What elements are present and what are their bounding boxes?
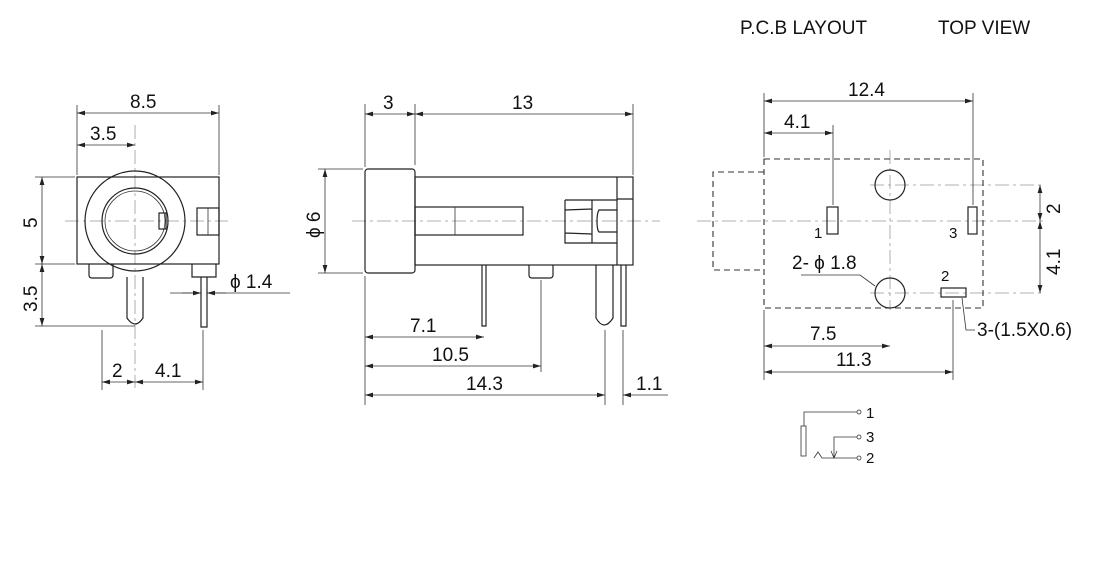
dim-pin-c: 14.3 xyxy=(466,374,503,395)
pin-2-label: 2 xyxy=(941,268,949,285)
dim-pitch-right: 4.1 xyxy=(155,361,181,382)
front-view: 8.5 3.5 5 3.5 2 4.1 ϕ 1.4 xyxy=(21,92,290,390)
dim-pin-offset-y: 4.1 xyxy=(1044,249,1065,275)
dim-pin1-offset: 4.1 xyxy=(784,112,810,133)
dim-nut-diameter: ϕ 6 xyxy=(304,212,325,239)
dim-hole-x: 7.5 xyxy=(810,324,836,345)
dim-pin-b: 10.5 xyxy=(432,345,469,366)
schematic-pin-2: 2 xyxy=(866,450,874,467)
dim-pin-offset: 1.1 xyxy=(636,374,662,395)
side-view: 3 13 ϕ 6 7.1 10.5 14.3 1.1 xyxy=(304,93,668,405)
top-view-heading: TOP VIEW xyxy=(938,18,1030,39)
dim-body-length: 13 xyxy=(512,93,533,114)
dim-pcb-width: 12.4 xyxy=(848,80,885,101)
dim-width: 8.5 xyxy=(130,92,156,113)
schematic-pin-3: 3 xyxy=(866,429,874,446)
pin-1-label: 1 xyxy=(814,225,822,242)
pcb-layout: 12.4 4.1 2 4.1 2- ϕ 1.8 7.5 11.3 3-(1.5X… xyxy=(697,80,1072,380)
dim-pin-length: 3.5 xyxy=(21,286,42,312)
dim-pad-x: 11.3 xyxy=(836,350,872,371)
pin-3-label: 3 xyxy=(949,225,957,242)
dim-center-offset: 3.5 xyxy=(90,124,116,145)
pcb-layout-heading: P.C.B LAYOUT xyxy=(740,18,867,39)
dim-nut-length: 3 xyxy=(383,93,394,114)
schematic: 1 3 2 xyxy=(800,405,874,467)
schematic-pin-1: 1 xyxy=(866,405,874,422)
dim-pin-a: 7.1 xyxy=(410,316,436,337)
holes-label: 2- ϕ 1.8 xyxy=(792,253,857,274)
pad-size-label: 3-(1.5X0.6) xyxy=(977,320,1072,341)
dim-pin-diameter: ϕ 1.4 xyxy=(230,272,273,293)
dim-height: 5 xyxy=(21,217,42,228)
dim-hole-offset-y: 2 xyxy=(1044,203,1065,214)
dim-pitch-left: 2 xyxy=(112,361,123,382)
